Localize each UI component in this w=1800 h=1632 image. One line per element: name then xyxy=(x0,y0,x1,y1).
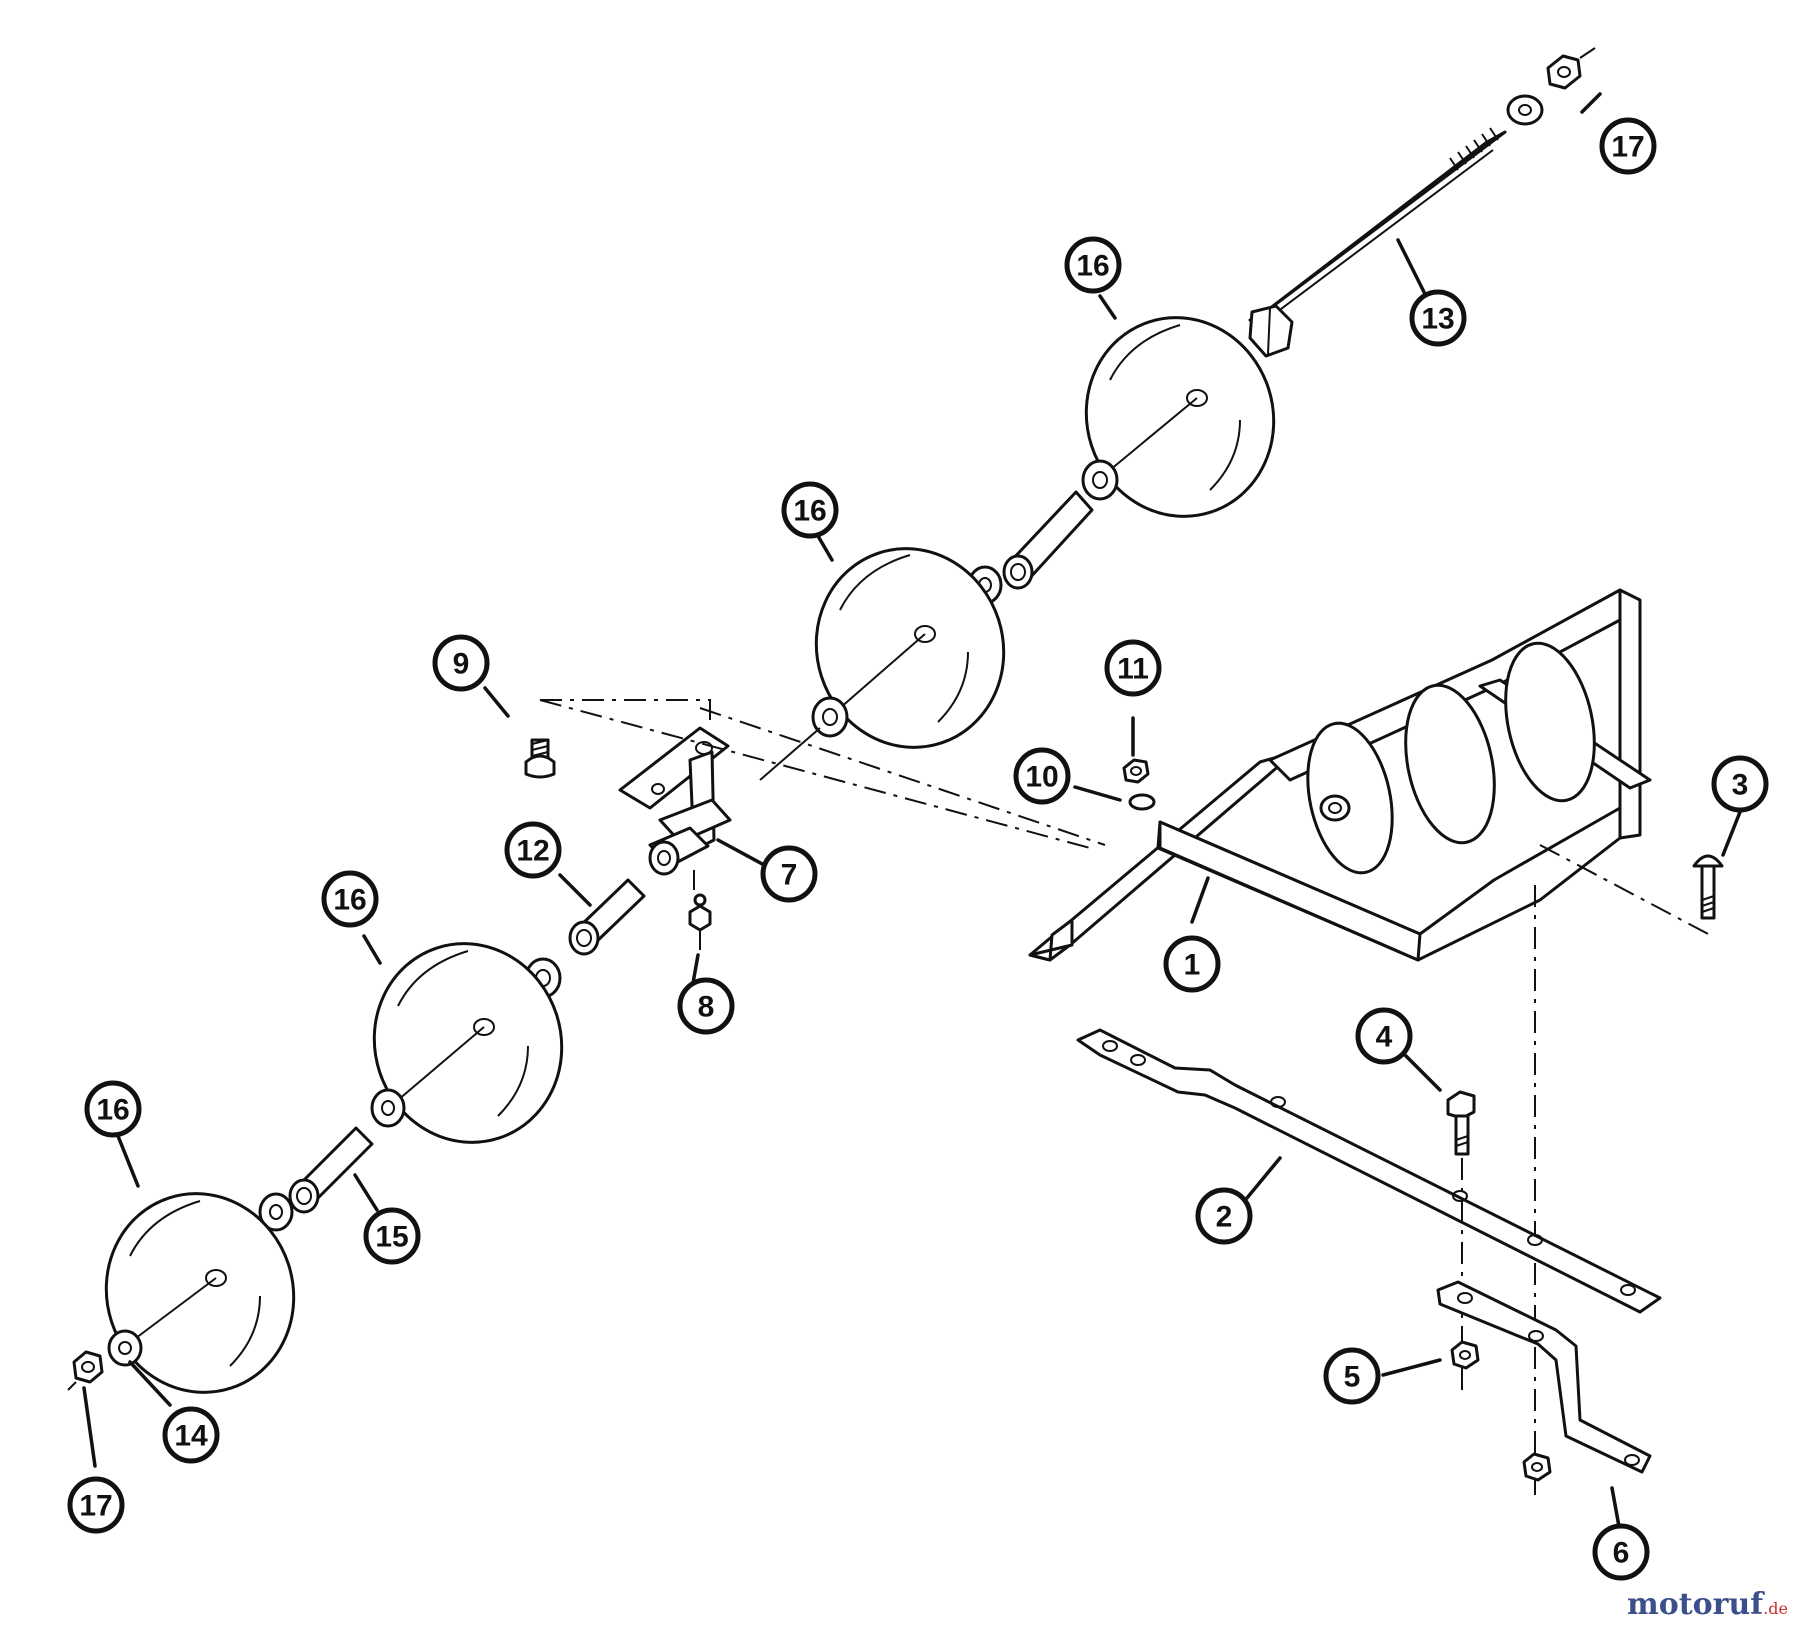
nut xyxy=(1546,54,1582,90)
callout-label: 9 xyxy=(453,648,470,681)
bearing-bracket xyxy=(618,726,732,890)
callout-label: 13 xyxy=(1421,303,1454,336)
callout-ring xyxy=(1163,935,1221,993)
support-bracket xyxy=(1436,1280,1652,1474)
callout-11: 11 xyxy=(1104,639,1162,697)
callout-ring xyxy=(1104,639,1162,697)
carriage-bolt xyxy=(1692,854,1724,920)
watermark-tld: .de xyxy=(1763,1599,1788,1618)
spacer-tube xyxy=(288,1126,374,1214)
nut xyxy=(1450,1340,1480,1370)
callout-label: 16 xyxy=(1076,250,1109,283)
callout-2: 2 xyxy=(1195,1187,1253,1245)
washer xyxy=(1506,94,1544,126)
lock-washer xyxy=(1128,793,1156,811)
washer xyxy=(107,1329,143,1367)
callout-15: 15 xyxy=(363,1207,421,1265)
callout-16: 16 xyxy=(84,1080,142,1138)
callout-12: 12 xyxy=(504,821,562,879)
callout-label: 16 xyxy=(96,1094,129,1127)
callout-ring xyxy=(1013,747,1071,805)
watermark-logo: motoruf.de xyxy=(1627,1587,1788,1622)
callout-ring xyxy=(363,1207,421,1265)
callout-17: 17 xyxy=(67,1476,125,1534)
callout-16: 16 xyxy=(321,870,379,928)
washer xyxy=(258,1192,294,1232)
callout-1: 1 xyxy=(1163,935,1221,993)
callout-label: 15 xyxy=(375,1221,408,1254)
callout-6: 6 xyxy=(1592,1523,1650,1581)
callout-16: 16 xyxy=(781,481,839,539)
callout-13: 13 xyxy=(1409,289,1467,347)
callout-10: 10 xyxy=(1013,747,1071,805)
callout-ring xyxy=(781,481,839,539)
callout-label: 4 xyxy=(1376,1021,1393,1054)
callout-label: 5 xyxy=(1344,1361,1361,1394)
watermark-main: motoruf xyxy=(1627,1587,1764,1622)
spacer-tube xyxy=(1002,490,1094,590)
callout-label: 16 xyxy=(333,884,366,917)
callout-ring xyxy=(67,1476,125,1534)
callout-ring xyxy=(84,1080,142,1138)
callout-4: 4 xyxy=(1355,1007,1413,1065)
callout-label: 12 xyxy=(516,835,549,868)
axle-bolt xyxy=(1248,127,1507,358)
hex-bolt xyxy=(1446,1090,1476,1156)
callout-label: 8 xyxy=(698,991,715,1024)
callout-ring xyxy=(432,634,490,692)
callout-3: 3 xyxy=(1711,755,1769,813)
callout-ring xyxy=(162,1406,220,1464)
nut xyxy=(1122,758,1150,784)
washer xyxy=(1081,459,1119,501)
mounting-bar xyxy=(1076,1028,1662,1314)
callout-ring xyxy=(1711,755,1769,813)
callout-label: 17 xyxy=(1611,131,1644,164)
callout-ring xyxy=(1064,236,1122,294)
callout-label: 2 xyxy=(1216,1201,1233,1234)
callout-label: 7 xyxy=(781,859,798,892)
callout-ring xyxy=(321,870,379,928)
spacer-tube xyxy=(568,878,646,956)
callout-ring xyxy=(504,821,562,879)
nut xyxy=(1522,1452,1552,1482)
washer xyxy=(370,1088,406,1128)
callout-ring xyxy=(1409,289,1467,347)
callout-label: 10 xyxy=(1025,761,1058,794)
callout-label: 6 xyxy=(1613,1537,1630,1570)
callout-16: 16 xyxy=(1064,236,1122,294)
callout-label: 14 xyxy=(174,1420,208,1453)
washer xyxy=(811,696,849,738)
callout-5: 5 xyxy=(1323,1347,1381,1405)
callout-label: 11 xyxy=(1117,653,1149,686)
callout-ring xyxy=(1592,1523,1650,1581)
callout-7: 7 xyxy=(760,845,818,903)
nut xyxy=(72,1350,104,1384)
disc-blade xyxy=(1084,316,1276,518)
callout-8: 8 xyxy=(677,977,735,1035)
harrow-frame xyxy=(1028,588,1652,962)
callout-ring xyxy=(1195,1187,1253,1245)
callout-ring xyxy=(1323,1347,1381,1405)
callout-label: 16 xyxy=(793,495,826,528)
callout-label: 17 xyxy=(79,1490,112,1523)
callout-9: 9 xyxy=(432,634,490,692)
callout-label: 3 xyxy=(1732,769,1749,802)
callout-label: 1 xyxy=(1184,949,1201,982)
disc-blade xyxy=(372,942,564,1144)
callout-17: 17 xyxy=(1599,117,1657,175)
grease-fitting xyxy=(688,893,712,950)
callout-14: 14 xyxy=(162,1406,220,1464)
carriage-bolt xyxy=(524,738,556,779)
callout-ring xyxy=(760,845,818,903)
callout-ring xyxy=(677,977,735,1035)
callout-ring xyxy=(1355,1007,1413,1065)
disc-blade xyxy=(104,1192,296,1394)
callout-ring xyxy=(1599,117,1657,175)
